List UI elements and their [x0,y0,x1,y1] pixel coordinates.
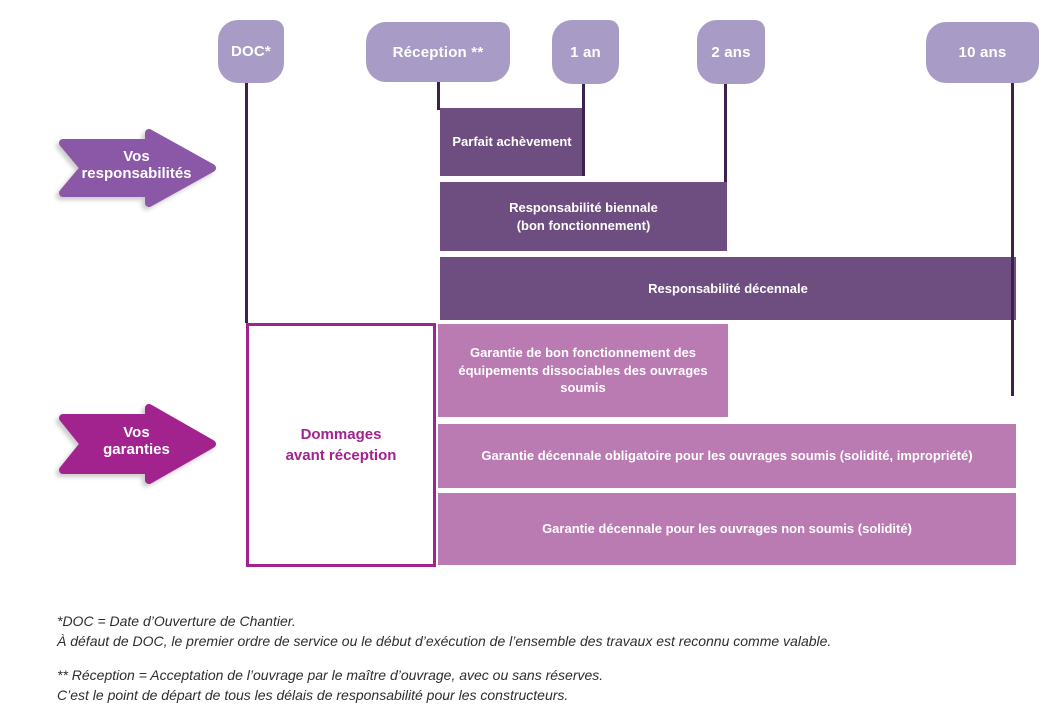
footnote-line: C’est le point de départ de tous les dél… [57,687,569,703]
responsibilities-arrow-label: Vos responsabilités [81,147,192,182]
milestone-line-reception [437,80,440,110]
right-arrow-icon [59,129,216,207]
dommages-avant-reception-box: Dommages avant réception [246,323,436,567]
guarantees-arrow: Vos garanties [53,400,220,488]
bar-garantie-decennale-non-soumis: Garantie décennale pour les ouvrages non… [438,493,1016,565]
milestone-tag-2ans: 2 ans [697,20,765,84]
milestone-line-doc [245,82,248,323]
milestone-tag-10ans: 10 ans [926,22,1039,83]
responsibilities-arrow: Vos responsabilités [53,126,220,210]
bar-garantie-bon-fonctionnement: Garantie de bon fonctionnement des équip… [438,324,728,417]
right-arrow-icon [59,404,216,484]
footnotes: *DOC = Date d’Ouverture de Chantier. À d… [57,611,1037,719]
footnote-line: À défaut de DOC, le premier ordre de ser… [57,633,832,649]
footnote-doc: *DOC = Date d’Ouverture de Chantier. À d… [57,611,1037,651]
milestone-tag-1an: 1 an [552,20,619,84]
milestone-tag-doc: DOC* [218,20,284,83]
milestone-line-1an [582,82,585,176]
milestone-line-2ans [724,82,727,182]
bar-responsabilite-decennale: Responsabilité décennale [440,257,1016,320]
bar-garantie-decennale-obligatoire: Garantie décennale obligatoire pour les … [438,424,1016,488]
bar-responsabilite-biennale: Responsabilité biennale (bon fonctionnem… [440,182,727,251]
footnote-line: ** Réception = Acceptation de l’ouvrage … [57,667,604,683]
footnote-line: *DOC = Date d’Ouverture de Chantier. [57,613,296,629]
milestone-line-10ans [1011,82,1014,396]
milestone-tag-reception: Réception ** [366,22,510,82]
bar-parfait-achevement: Parfait achèvement [440,108,584,176]
guarantees-arrow-label: Vos garanties [103,423,170,458]
footnote-reception: ** Réception = Acceptation de l’ouvrage … [57,665,1037,705]
